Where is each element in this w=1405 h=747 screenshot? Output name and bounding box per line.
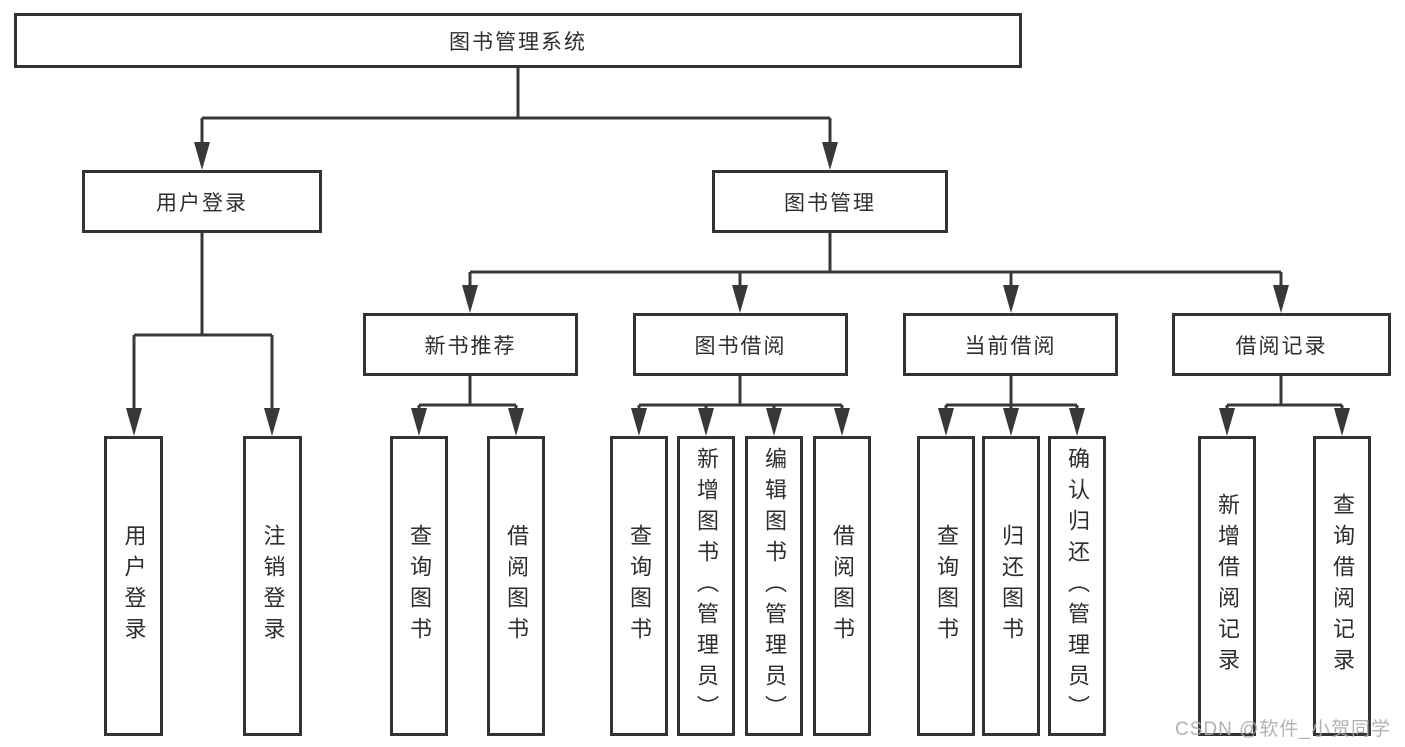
node-borrow-records: 借阅记录 — [1172, 313, 1391, 376]
leaf-borrow-add-book-admin-label: 新增图书（管理员） — [694, 446, 719, 726]
leaf-recommend-query-book-label: 查询图书 — [407, 524, 432, 648]
leaf-records-query-record: 查询借阅记录 — [1313, 436, 1371, 736]
leaf-records-query-record-label: 查询借阅记录 — [1330, 493, 1355, 679]
leaf-borrow-query-book-label: 查询图书 — [627, 524, 652, 648]
node-root-system: 图书管理系统 — [14, 13, 1022, 68]
leaf-logout-label: 注销登录 — [260, 524, 286, 648]
csdn-watermark: CSDN @软件_小贺同学 — [1175, 719, 1391, 740]
leaf-current-query-book: 查询图书 — [917, 436, 975, 736]
leaf-borrow-borrow-book-label: 借阅图书 — [830, 524, 855, 648]
node-book-management: 图书管理 — [712, 170, 948, 233]
leaf-borrow-add-book-admin: 新增图书（管理员） — [677, 436, 735, 736]
leaf-current-query-book-label: 查询图书 — [934, 524, 959, 648]
leaf-logout: 注销登录 — [243, 436, 302, 736]
leaf-recommend-borrow-book: 借阅图书 — [487, 436, 545, 736]
leaf-current-return-book: 归还图书 — [982, 436, 1040, 736]
leaf-current-confirm-return-admin-label: 确认归还（管理员） — [1065, 446, 1090, 726]
leaf-user-login: 用户登录 — [104, 436, 163, 736]
leaf-user-login-label: 用户登录 — [121, 524, 147, 648]
leaf-current-return-book-label: 归还图书 — [999, 524, 1024, 648]
leaf-recommend-borrow-book-label: 借阅图书 — [504, 524, 529, 648]
leaf-current-confirm-return-admin: 确认归还（管理员） — [1048, 436, 1106, 736]
node-user-login: 用户登录 — [82, 170, 322, 233]
node-new-book-recommend: 新书推荐 — [363, 313, 578, 376]
leaf-records-add-record-label: 新增借阅记录 — [1215, 493, 1240, 679]
node-book-borrow: 图书借阅 — [633, 313, 848, 376]
leaf-records-add-record: 新增借阅记录 — [1198, 436, 1256, 736]
leaf-borrow-query-book: 查询图书 — [610, 436, 668, 736]
leaf-borrow-borrow-book: 借阅图书 — [813, 436, 871, 736]
leaf-borrow-edit-book-admin-label: 编辑图书（管理员） — [762, 446, 787, 726]
leaf-borrow-edit-book-admin: 编辑图书（管理员） — [745, 436, 803, 736]
node-current-borrow: 当前借阅 — [903, 313, 1118, 376]
leaf-recommend-query-book: 查询图书 — [390, 436, 448, 736]
